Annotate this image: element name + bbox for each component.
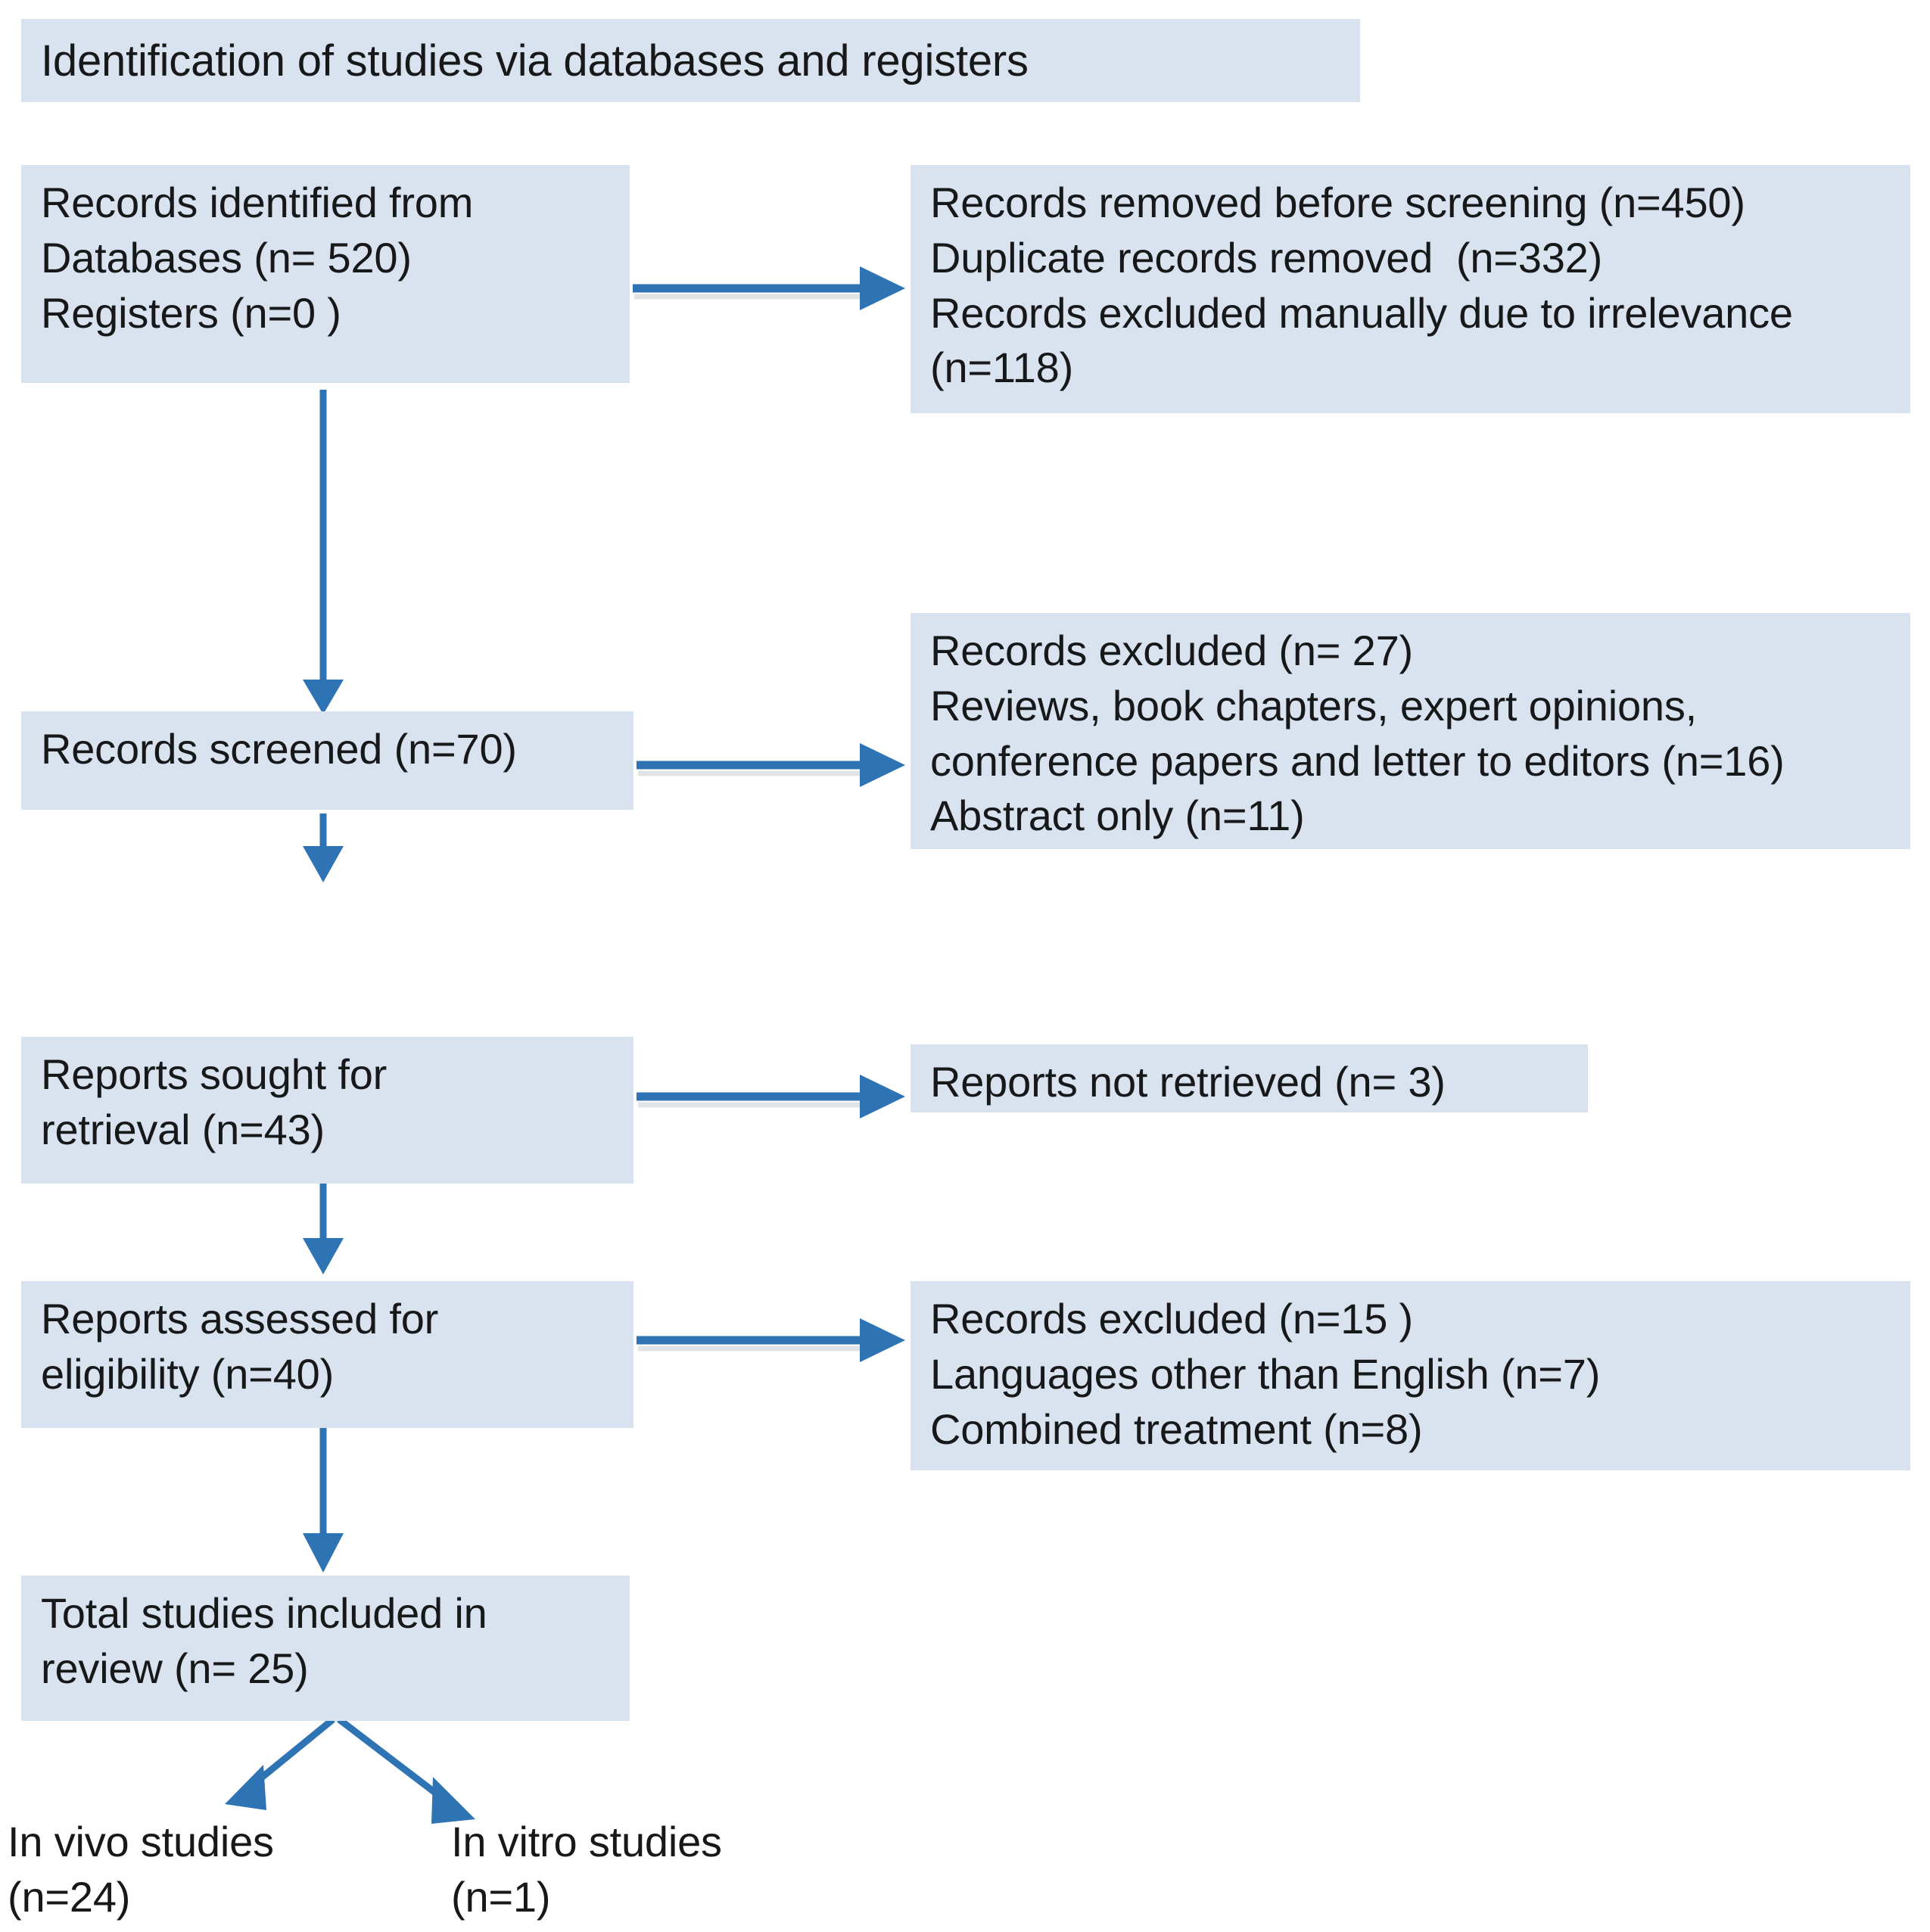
arrow-screened-to-sought <box>303 814 344 882</box>
arrow-assessed-to-total <box>303 1426 344 1573</box>
label-in-vitro-studies: In vitro studies (n=1) <box>451 1818 722 1921</box>
box-total-studies-included: Total studies included in review (n= 25) <box>21 1576 630 1721</box>
label-in-vivo-studies: In vivo studies (n=24) <box>8 1818 274 1921</box>
arrow-total-to-in-vitro <box>337 1716 475 1824</box>
box-records-excluded-eligibility: Records excluded (n=15 ) Languages other… <box>911 1281 1910 1470</box>
box-reports-not-retrieved: Reports not retrieved (n= 3) <box>911 1044 1588 1112</box>
arrow-identified-to-screened <box>303 390 344 714</box>
box-reports-sought: Reports sought for retrieval (n=43) <box>21 1037 633 1184</box>
box-records-screened: Records screened (n=70) <box>21 711 633 810</box>
box-reports-assessed: Reports assessed for eligibility (n=40) <box>21 1281 633 1428</box>
arrow-sought-to-assessed <box>303 1183 344 1274</box>
box-records-excluded-screening: Records excluded (n= 27) Reviews, book c… <box>911 613 1910 849</box>
arrow-sought-to-not-retrieved <box>637 1075 905 1118</box>
arrow-identified-to-removed <box>633 266 905 310</box>
box-records-removed-before-screening: Records removed before screening (n=450)… <box>911 165 1910 413</box>
header-band: Identification of studies via databases … <box>21 19 1360 102</box>
arrow-assessed-to-excluded <box>637 1318 905 1362</box>
arrow-total-to-in-vivo <box>225 1716 335 1810</box>
box-records-identified: Records identified from Databases (n= 52… <box>21 165 630 383</box>
arrow-screened-to-excluded <box>637 743 905 787</box>
